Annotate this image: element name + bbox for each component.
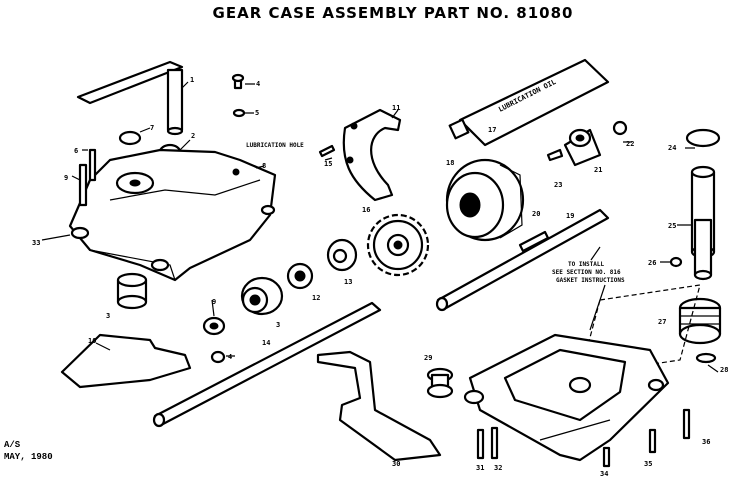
pulley [445, 158, 525, 242]
mounting-plate [60, 333, 192, 389]
thrust-washer-1 [286, 262, 314, 290]
label-17: 17 [488, 126, 496, 134]
gear-case-bottom [463, 333, 670, 462]
label-20: 20 [532, 210, 540, 218]
label-8: 8 [262, 162, 266, 170]
bolts-bottom [476, 408, 691, 468]
label-18: 18 [446, 159, 454, 167]
label-9: 9 [64, 174, 68, 182]
seal-washer [202, 316, 226, 336]
worm-gear [678, 297, 722, 345]
retaining-ring [612, 120, 628, 136]
spur-gear [366, 213, 430, 277]
label-36: 36 [702, 438, 710, 446]
drive-shaft-lower [152, 301, 382, 428]
label-34: 34 [600, 470, 608, 478]
label-19: 19 [566, 212, 574, 220]
label-24: 24 [668, 144, 676, 152]
nut-small [210, 350, 226, 364]
label-14: 14 [262, 339, 270, 347]
label-3: 3 [106, 312, 110, 320]
label-11: 11 [392, 104, 400, 112]
label-29: 29 [424, 354, 432, 362]
label-16: 16 [362, 206, 370, 214]
callout-install-line2: SEE SECTION NO. 816 [552, 269, 621, 276]
label-15: 15 [324, 160, 332, 168]
bracket-plate-top [76, 60, 184, 136]
callout-install-line3: GASKET INSTRUCTIONS [556, 277, 625, 284]
label-4: 4 [256, 80, 260, 88]
bushing-left [116, 272, 148, 310]
label-2: 2 [191, 132, 195, 140]
vertical-shaft [685, 128, 721, 281]
washer-small [232, 108, 246, 118]
support-bracket [316, 350, 442, 462]
screw-top [231, 73, 245, 90]
footer-code: A/S [4, 440, 21, 450]
label-35: 35 [644, 460, 652, 468]
label-33: 33 [32, 239, 40, 247]
bearing-right [563, 128, 602, 167]
small-clip [669, 256, 683, 268]
washer-right-lower [695, 352, 717, 364]
thrust-washer-2 [326, 238, 358, 272]
label-10: 10 [88, 337, 96, 345]
callout-install-line1: TO INSTALL [568, 261, 605, 268]
washer-left [118, 130, 142, 146]
mounting-bolt [426, 367, 454, 399]
label-1: 1 [190, 76, 194, 84]
label-27: 27 [658, 318, 666, 326]
callout-lubrication-hole: LUBRICATION HOLE [246, 142, 304, 149]
label-12: 12 [312, 294, 320, 302]
label-21: 21 [594, 166, 602, 174]
label-6: 6 [74, 147, 78, 155]
label-26: 26 [648, 259, 656, 267]
bearing [240, 276, 284, 316]
label-23: 23 [554, 181, 562, 189]
key-pin [546, 148, 564, 162]
label-32: 32 [494, 464, 502, 472]
label-13: 13 [344, 278, 352, 286]
leader-lines [41, 81, 719, 373]
label-25: 25 [668, 222, 676, 230]
label-3b: 3 [276, 321, 280, 329]
label-28: 28 [720, 366, 728, 374]
label-4b: 4 [228, 353, 232, 361]
stud-left [78, 148, 97, 207]
label-30: 30 [392, 460, 400, 468]
roll-pin [318, 144, 336, 158]
drive-shaft-upper [435, 208, 610, 312]
label-31: 31 [476, 464, 484, 472]
shift-fork [342, 108, 402, 202]
label-5: 5 [255, 109, 259, 117]
diagram-title: GEAR CASE ASSEMBLY PART NO. 81080 [212, 4, 574, 22]
label-22: 22 [626, 140, 634, 148]
gear-case-body [68, 148, 277, 282]
label-7: 7 [150, 124, 154, 132]
lubrication-tube [448, 58, 610, 147]
label-9b: 9 [212, 298, 216, 306]
footer-date: MAY, 1980 [4, 452, 53, 462]
